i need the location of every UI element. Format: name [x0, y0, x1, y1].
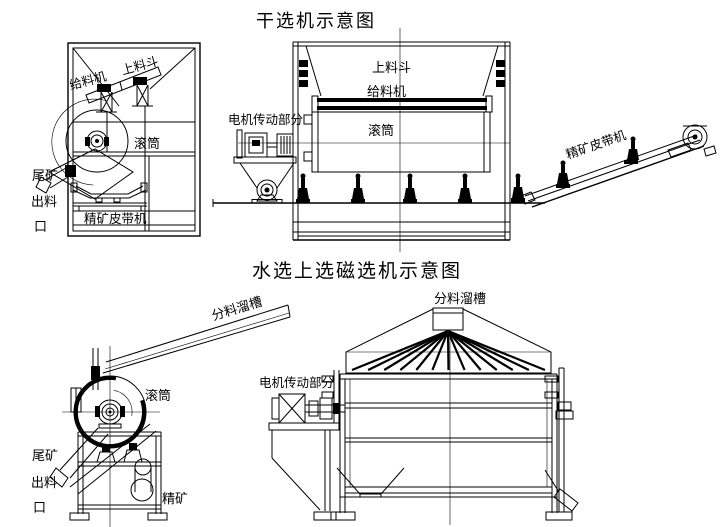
- feed-hopper: [85, 66, 162, 113]
- tailings-chute: [49, 423, 157, 495]
- machine-body: [330, 373, 573, 521]
- label-tailings-line2: 出料: [31, 194, 57, 209]
- label-concentrate: 精矿: [162, 491, 188, 506]
- label-drum: 滚筒: [145, 388, 171, 403]
- label-motor-drive: 电机传动部分: [259, 375, 334, 390]
- diagram-title-dry: 干选机示意图: [256, 11, 376, 31]
- label-tailings-line1: 尾矿: [32, 168, 58, 183]
- label-feed-hopper: 上料斗: [372, 60, 411, 75]
- feed-hopper: [299, 45, 505, 97]
- splitter-chute: [47, 148, 134, 200]
- support-stand: [296, 173, 310, 203]
- support-stands: [296, 173, 525, 203]
- motor-assembly: [233, 129, 297, 204]
- support-stand: [458, 173, 472, 203]
- ground-line: [212, 199, 545, 207]
- motor-assembly: [268, 393, 345, 521]
- wedge-supports: [96, 443, 143, 463]
- dry-separator-side-view: 给料机 上料斗 滚筒 尾矿 出料 口 精矿皮带机: [31, 42, 201, 237]
- inclined-belt-conveyor: [520, 124, 717, 208]
- label-feeder: 给料机: [367, 84, 406, 99]
- label-concentrate-belt: 精矿皮带机: [84, 212, 147, 226]
- label-drum: 滚筒: [368, 123, 394, 138]
- label-tailings-line3: 口: [34, 219, 47, 234]
- drum: [238, 111, 510, 173]
- fan-distribution-chute: [345, 307, 552, 374]
- diagram-title-wet: 水选上选磁选机示意图: [252, 260, 462, 282]
- label-drum: 滚筒: [134, 136, 160, 151]
- label-distribution-chute: 分料溜槽: [210, 294, 264, 324]
- tailings-outlet: [35, 165, 76, 194]
- wet-separator-front-view: 分料溜槽 电机传动部分: [259, 291, 579, 525]
- drum: [62, 375, 160, 449]
- support-frame: [69, 431, 168, 521]
- drum: [51, 98, 129, 186]
- label-tailings-line1: 尾矿: [32, 448, 58, 463]
- label-tailings-line2: 出料: [31, 475, 57, 490]
- support-stand: [351, 173, 365, 203]
- right-flange-post: [544, 367, 579, 512]
- head-pulley: [667, 124, 717, 158]
- support-stand: [511, 173, 525, 203]
- discharge-pipe: [130, 458, 154, 502]
- label-distribution-chute: 分料溜槽: [434, 291, 486, 306]
- belt-idler-stand: [556, 160, 570, 188]
- belt-conveyor: [70, 182, 148, 211]
- dry-separator-front-view: 电机传动部分 上料斗 给料机 滚筒 精矿皮带机: [212, 28, 717, 252]
- belt-idler-stand: [624, 136, 639, 164]
- label-concentrate-belt: 精矿皮带机: [564, 128, 628, 162]
- label-motor-drive: 电机传动部分: [228, 112, 303, 127]
- distribution-chute: [102, 304, 291, 374]
- label-tailings-line3: 口: [33, 500, 46, 515]
- support-stand: [403, 173, 417, 203]
- wet-separator-side-view: 分料溜槽 滚筒 尾矿 出料 口 精矿: [31, 294, 291, 527]
